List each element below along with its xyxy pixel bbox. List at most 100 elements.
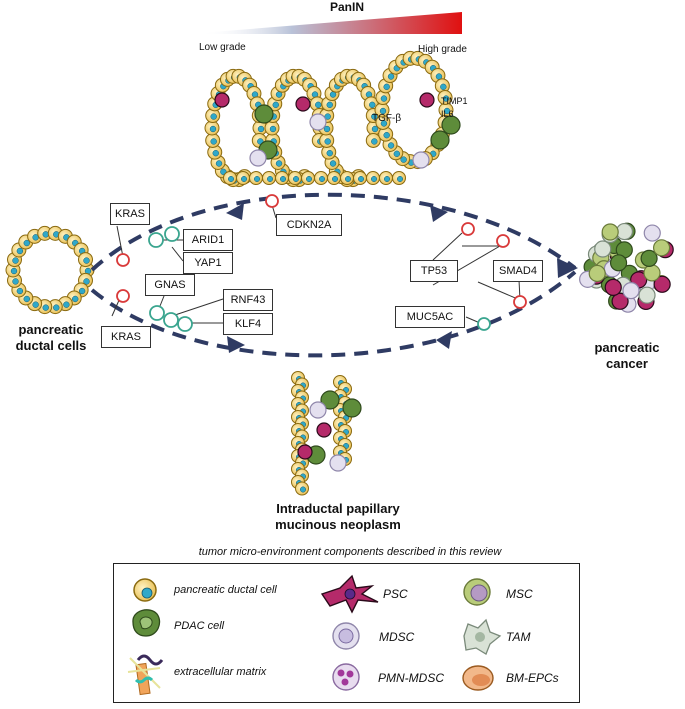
cell-nucleus [324, 138, 331, 145]
gene-box-rnf43: RNF43 [223, 289, 273, 311]
arrowhead-top-1 [226, 203, 244, 220]
tissue-cell [441, 115, 461, 135]
cell-nucleus [315, 101, 322, 109]
gene-box-cdkn2a: CDKN2A [276, 214, 342, 236]
legend-icons [127, 574, 502, 696]
arrowhead-top-2 [430, 205, 448, 222]
ipmn-tissue [291, 371, 362, 496]
panin-low-grade: Low grade [199, 42, 246, 53]
cell-nucleus [23, 295, 30, 303]
bm-epcs-icon [462, 665, 494, 691]
cell-nucleus [442, 95, 450, 102]
panin-title: PanIN [330, 0, 365, 14]
tissue-cell [653, 275, 671, 293]
cell-nucleus [306, 176, 312, 182]
cell-nucleus [400, 156, 407, 163]
pancreatic-ductal-ring [5, 225, 95, 315]
cell-nucleus [326, 101, 333, 109]
cell-nucleus [78, 287, 86, 295]
gene-box-kras-top: KRAS [110, 203, 150, 225]
cell-nucleus [323, 125, 331, 133]
cell-nucleus [332, 176, 338, 182]
cell-nucleus [241, 176, 247, 182]
tam-icon [463, 618, 502, 655]
tissue-cell [622, 281, 640, 300]
cell-nucleus [380, 120, 388, 127]
gene-box-tp53: TP53 [410, 260, 458, 282]
cell-nucleus [23, 239, 30, 247]
pdac-cell-icon [132, 609, 161, 637]
cell-nucleus [228, 176, 234, 182]
cell-nucleus [324, 113, 331, 120]
cell-nucleus [371, 138, 378, 145]
mutation-markers [116, 194, 527, 332]
ductal-cell-icon [133, 578, 157, 602]
cell-nucleus [215, 160, 223, 167]
cell-nucleus [397, 176, 403, 182]
legend-label-ecm: extracellular matrix [174, 666, 267, 678]
cell-nucleus [371, 125, 379, 133]
tissue-cell [430, 130, 450, 150]
tissue-cell [295, 96, 311, 112]
psc-icon [320, 574, 379, 614]
tissue-cell [419, 92, 435, 108]
cell-nucleus [293, 176, 299, 182]
legend-label-pmn-mdsc: PMN-MDSC [378, 671, 444, 685]
cell-nucleus [83, 257, 90, 264]
cell-nucleus [440, 83, 447, 91]
cell-nucleus [387, 73, 395, 80]
cell-nucleus [275, 160, 283, 167]
tissue-cell [588, 264, 606, 283]
cell-nucleus [380, 95, 388, 102]
label-ipmn: Intraductal papillary mucinous neoplasm [275, 501, 401, 532]
legend-label-tam: TAM [506, 630, 531, 644]
cell-nucleus [384, 176, 390, 182]
gene-box-yap1: YAP1 [183, 252, 233, 274]
cell-nucleus [32, 301, 39, 308]
tissue-cell [309, 401, 327, 419]
tissue-cell [609, 254, 628, 272]
gene-box-gnas: GNAS [145, 274, 195, 296]
cell-nucleus [280, 176, 286, 182]
cell-nucleus [212, 149, 219, 157]
cell-nucleus [345, 176, 351, 182]
legend-heading: tumor micro-environment components descr… [198, 546, 502, 558]
factor-tgf-beta: TGF-β [372, 113, 402, 124]
arrowhead-bottom-1 [227, 336, 245, 353]
cell-nucleus [42, 231, 49, 238]
gene-box-arid1: ARID1 [183, 229, 233, 251]
cell-nucleus [257, 125, 265, 133]
tissue-cell [342, 398, 362, 418]
panin-pathway-arrow [90, 192, 577, 272]
arrowhead-end [557, 258, 578, 278]
cell-nucleus [358, 176, 364, 182]
cell-nucleus [83, 278, 90, 285]
factor-timp1: TIMP1 [441, 96, 468, 106]
legend-label-mdsc: MDSC [379, 630, 415, 644]
tissue-cell [309, 113, 327, 131]
mdsc-icon [332, 622, 360, 650]
tissue-cell [594, 240, 612, 258]
cell-nucleus [371, 113, 378, 120]
legend-label-msc: MSC [506, 587, 533, 601]
legend-label-psc: PSC [383, 587, 408, 601]
tissue-cell [316, 422, 332, 438]
legend-label-pdac-cell: PDAC cell [174, 620, 225, 632]
gene-box-kras-bottom: KRAS [101, 326, 151, 348]
tissue-cell [638, 286, 656, 304]
panin-gradient-bar [200, 12, 462, 34]
cell-nucleus [393, 150, 401, 157]
tissue-cell [297, 444, 313, 460]
cell-nucleus [16, 247, 24, 255]
cell-nucleus [210, 113, 217, 120]
tissue-cell [254, 104, 274, 124]
cell-nucleus [220, 168, 227, 175]
factor-il6: IL6 [441, 109, 454, 119]
cell-nucleus [12, 257, 19, 264]
tissue-cell [604, 278, 622, 296]
cell-nucleus [300, 486, 306, 493]
cell-nucleus [209, 125, 217, 133]
tissue-cell [615, 222, 634, 241]
cell-nucleus [42, 304, 49, 311]
